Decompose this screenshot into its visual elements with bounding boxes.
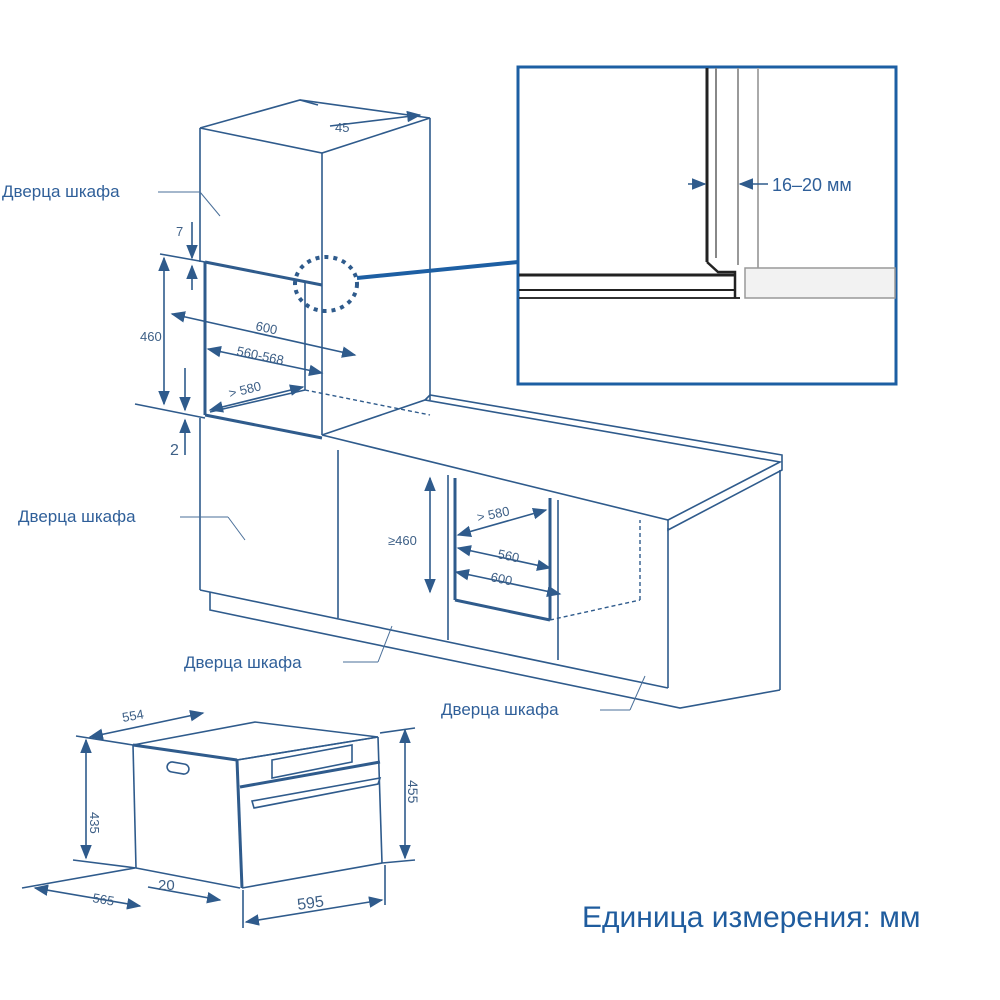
base-cabinets: [199, 394, 783, 709]
dim-565: 565: [91, 890, 115, 909]
under-counter-dimensions: ≥460 > 580 560 600: [388, 476, 562, 597]
dim-435: 435: [87, 812, 102, 834]
detail-callout-circle: [293, 255, 359, 313]
label-door-center: Дверца шкафа: [184, 653, 302, 672]
label-door-left: Дверца шкафа: [18, 507, 136, 526]
dim-20: 20: [158, 877, 175, 894]
dim-560-568: 560-568: [235, 343, 285, 368]
dim-16-20mm: 16–20 мм: [772, 175, 852, 195]
niche-dimensions: 45 7 460 600 560-568 > 580 2: [134, 110, 422, 459]
inset-detail: 16–20 мм: [516, 65, 898, 386]
label-door-right: Дверца шкафа: [441, 700, 559, 719]
dim-455: 455: [405, 780, 421, 804]
dim-7: 7: [176, 224, 183, 239]
dim-595: 595: [296, 893, 325, 914]
dim-gt-580-lower: > 580: [476, 503, 511, 525]
dim-45: 45: [335, 120, 349, 135]
dim-460: 460: [140, 329, 162, 344]
oven-drawing: [132, 721, 383, 889]
dim-554: 554: [121, 706, 145, 725]
dim-600-lower: 600: [489, 569, 513, 588]
label-door-upper: Дверца шкафа: [2, 182, 120, 201]
dim-2: 2: [170, 442, 179, 459]
door-labels: Дверца шкафа Дверца шкафа Дверца шкафа Д…: [2, 182, 646, 719]
detail-leader-line: [356, 260, 519, 280]
tall-cabinet: [199, 99, 431, 435]
dim-600: 600: [254, 318, 278, 337]
dim-560: 560: [496, 546, 520, 565]
oven-dimensions: 554 435 455 565 20 595: [21, 706, 421, 928]
units-caption: Единица измерения: мм: [582, 901, 920, 934]
dim-ge-460: ≥460: [388, 533, 417, 548]
